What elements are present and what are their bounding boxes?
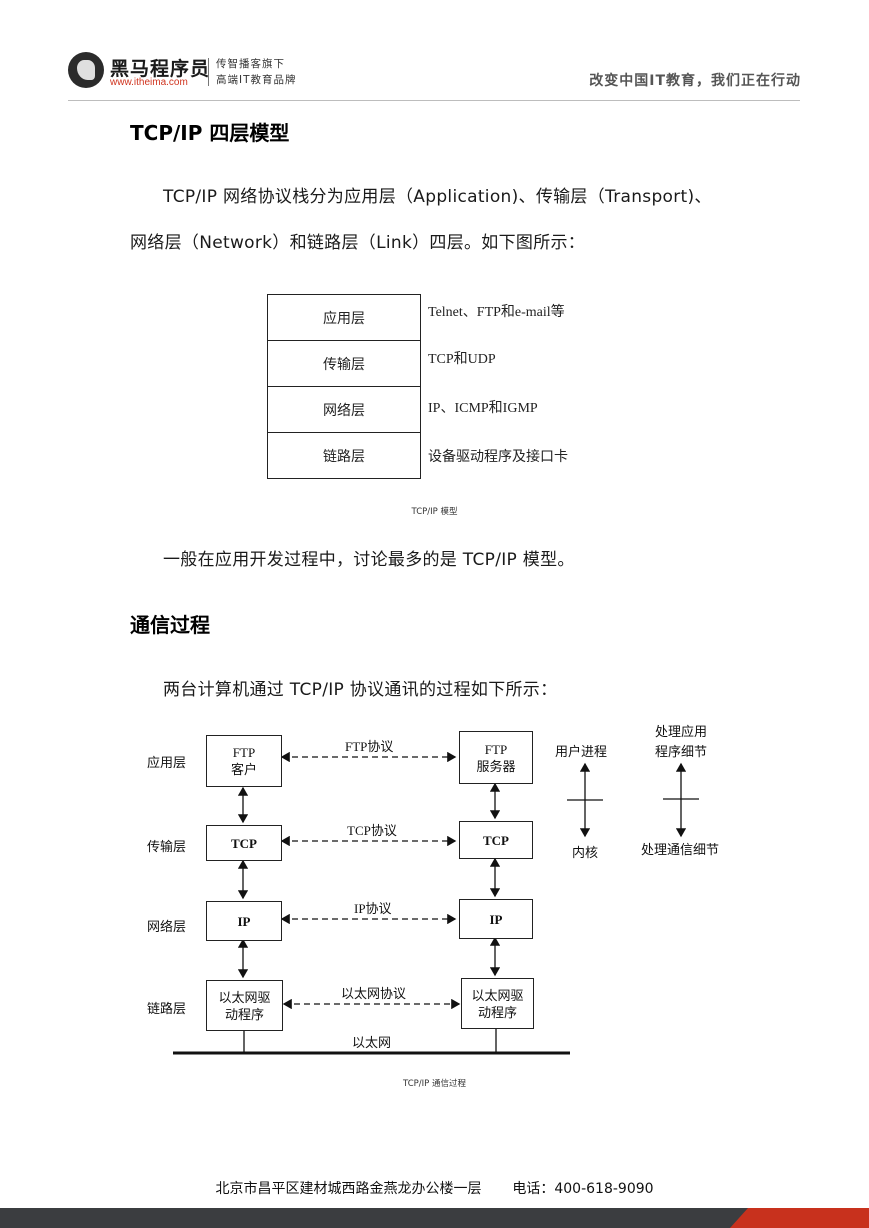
protocol-label-ftp: FTP协议 (345, 739, 394, 754)
left-box-ip: IP (206, 901, 282, 941)
brand-url[interactable]: www.itheima.com (110, 77, 188, 88)
left-box-ethernet-driver-text: 以太网驱动程序 (218, 989, 271, 1022)
legend-handle-app-2: 程序细节 (655, 744, 708, 759)
footer-contact: 北京市昌平区建材城西路金燕龙办公楼一层 电话：400-618-9090 (0, 1178, 869, 1198)
paragraph-communication-intro: 两台计算机通过 TCP/IP 协议通讯的过程如下所示： (163, 680, 558, 700)
footer-address: 北京市昌平区建材城西路金燕龙办公楼一层 (215, 1181, 482, 1197)
brand-tagline-2: 高端IT教育品牌 (216, 74, 297, 86)
layer-name-link: 链路层 (323, 448, 365, 465)
brand-logo-icon (68, 52, 104, 88)
section-title-model: TCP/IP 四层模型 (130, 121, 290, 145)
layer-desc-transport: TCP和UDP (428, 352, 496, 367)
figure-caption-communication: TCP/IP 通信过程 (403, 1079, 466, 1089)
layer-model-table: 应用层 传输层 网络层 链路层 (267, 294, 421, 479)
protocol-label-ip: IP协议 (354, 901, 392, 916)
layer-desc-link: 设备驱动程序及接口卡 (428, 450, 568, 465)
header-divider (68, 100, 800, 101)
figure-caption-model: TCP/IP 模型 (411, 507, 458, 517)
footer-bar (0, 1208, 869, 1228)
right-box-ethernet-driver: 以太网驱动程序 (461, 978, 534, 1029)
section-title-communication: 通信过程 (130, 613, 210, 637)
header-slogan: 改变中国IT教育，我们正在行动 (589, 73, 801, 89)
brand-name: 黑马程序员 (110, 58, 211, 80)
legend-kernel: 内核 (572, 845, 599, 860)
protocol-label-tcp: TCP协议 (347, 823, 397, 838)
right-box-ethernet-driver-text: 以太网驱动程序 (471, 987, 524, 1020)
layer-name-transport: 传输层 (268, 341, 420, 387)
left-box-ethernet-driver: 以太网驱动程序 (206, 980, 283, 1031)
left-box-tcp: TCP (206, 825, 282, 861)
right-box-tcp: TCP (459, 821, 533, 859)
right-box-ip: IP (459, 899, 533, 939)
paragraph-layers-line1: TCP/IP 网络协议栈分为应用层（Application)、传输层（Trans… (163, 187, 712, 207)
diagram-row-label-transport: 传输层 (147, 839, 187, 854)
legend-user-process: 用户进程 (555, 744, 608, 759)
layer-name-application: 应用层 (268, 295, 420, 341)
layer-desc-network: IP、ICMP和IGMP (428, 401, 538, 416)
footer-phone: 电话：400-618-9090 (512, 1181, 654, 1197)
layer-desc-application: Telnet、FTP和e-mail等 (428, 305, 565, 320)
diagram-row-label-application: 应用层 (147, 755, 187, 770)
legend-handle-comm: 处理通信细节 (641, 842, 720, 857)
brand-divider (208, 58, 209, 86)
network-label-ethernet: 以太网 (352, 1035, 392, 1050)
diagram-row-label-network: 网络层 (147, 919, 187, 934)
diagram-row-label-link: 链路层 (147, 1001, 187, 1016)
paragraph-model-summary: 一般在应用开发过程中，讨论最多的是 TCP/IP 模型。 (163, 550, 575, 570)
layer-name-network: 网络层 (268, 387, 420, 433)
legend-handle-app-1: 处理应用 (655, 724, 708, 739)
paragraph-layers-line2: 网络层（Network）和链路层（Link）四层。如下图所示： (130, 233, 586, 253)
footer-accent-stripe (730, 1208, 869, 1228)
protocol-label-ethernet: 以太网协议 (341, 986, 407, 1001)
brand-tagline-1: 传智播客旗下 (216, 58, 285, 70)
